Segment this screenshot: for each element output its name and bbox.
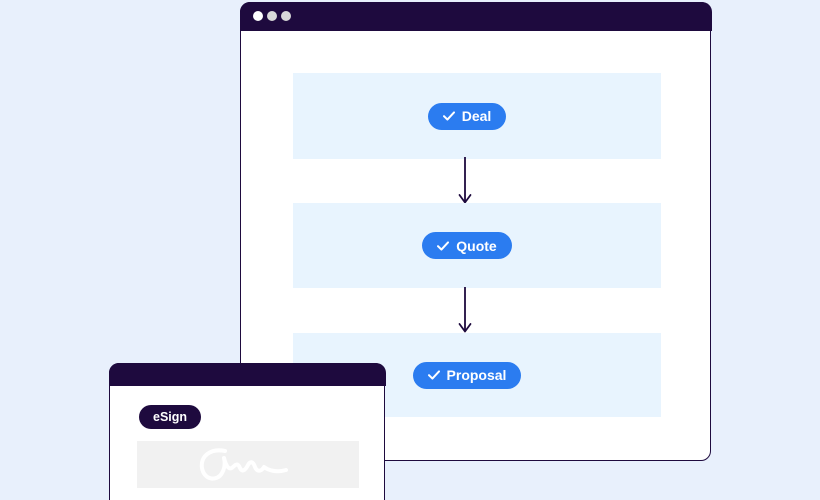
quote-button-label: Quote: [456, 237, 497, 254]
check-icon: [442, 111, 455, 121]
quote-button[interactable]: Quote: [422, 232, 512, 259]
flow-window-titlebar[interactable]: [239, 1, 712, 31]
deal-button-label: Deal: [461, 108, 492, 124]
proposal-button-label: Proposal: [446, 367, 507, 383]
esign-badge-label: eSign: [153, 410, 188, 424]
esign-window: eSign: [108, 362, 386, 500]
step-panel-quote: Quote: [293, 203, 661, 288]
esign-window-titlebar[interactable]: [108, 362, 386, 386]
flow-arrow-icon: [457, 157, 473, 205]
signature-icon: [199, 448, 288, 481]
window-control-dot[interactable]: [266, 11, 277, 21]
window-control-dot[interactable]: [252, 11, 263, 21]
proposal-button[interactable]: Proposal: [412, 361, 522, 389]
esign-badge[interactable]: eSign: [139, 405, 202, 429]
deal-button[interactable]: Deal: [427, 102, 507, 130]
check-icon: [437, 240, 450, 251]
flow-arrow-icon: [457, 287, 473, 334]
window-control-dot[interactable]: [280, 11, 291, 21]
signature-field[interactable]: [137, 441, 359, 488]
check-icon: [427, 370, 440, 380]
step-panel-deal: Deal: [293, 73, 661, 159]
